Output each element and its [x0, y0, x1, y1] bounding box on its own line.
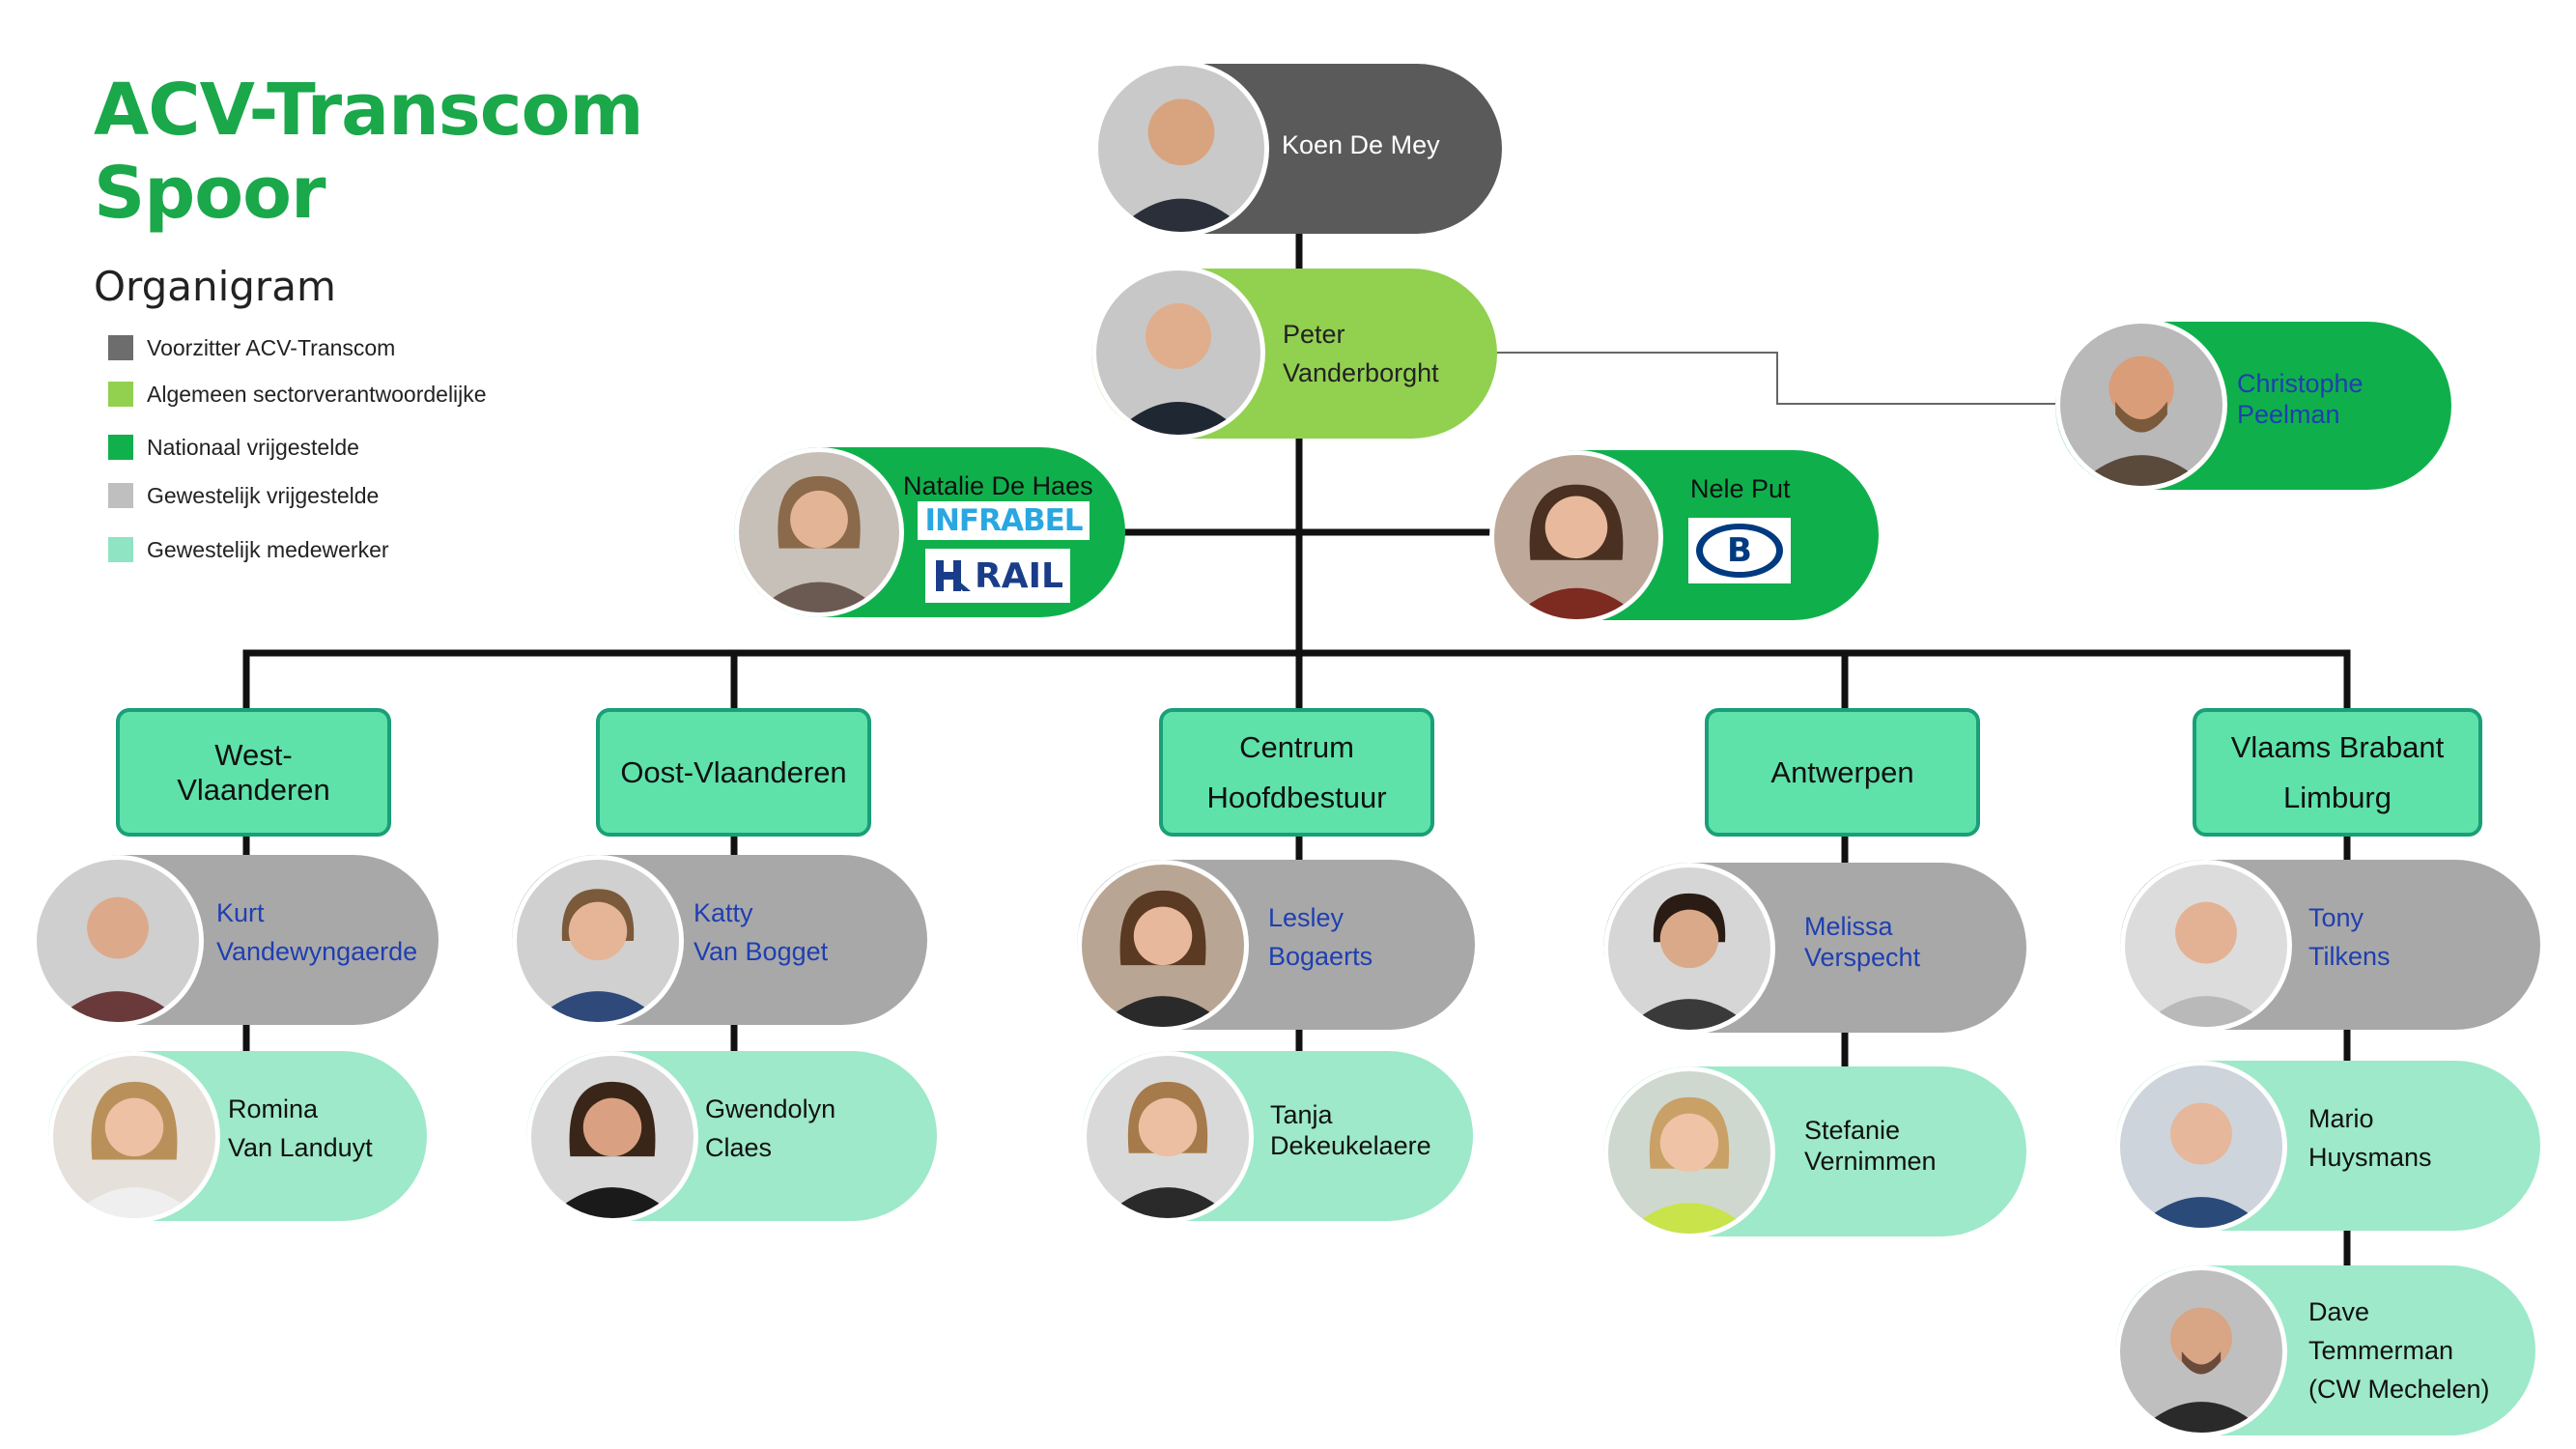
person-card-romina: Romina Van Landuyt	[48, 1051, 427, 1223]
line-peter-christophe	[1497, 352, 2057, 405]
person-name-natalie: Natalie De Haes	[903, 471, 1093, 500]
legend-swatch	[108, 382, 133, 407]
person-name-koen: Koen De Mey	[1282, 130, 1440, 159]
person-name-katty: Katty Van Bogget	[694, 898, 829, 966]
legend-label: Nationaal vrijgestelde	[147, 434, 359, 460]
region-box-west-vlaanderen: West- Vlaanderen	[116, 708, 391, 837]
person-photo-dave	[2115, 1265, 2287, 1437]
person-name-mario: Mario Huysmans	[2308, 1104, 2432, 1172]
person-photo-peter	[1091, 266, 1265, 440]
legend-swatch	[108, 335, 133, 360]
person-name-lesley: Lesley Bogaerts	[1268, 903, 1373, 971]
person-card-christophe: Christophe Peelman	[2055, 319, 2451, 491]
person-name-tony: Tony Tilkens	[2308, 903, 2391, 971]
person-photo-tanja	[1082, 1051, 1254, 1223]
legend-item-gewestelijk-vrij: Gewestelijk vrijgestelde	[108, 483, 379, 508]
person-photo-lesley	[1077, 860, 1249, 1032]
hrrail-logo: RAIL	[925, 549, 1070, 603]
person-name-gwendolyn: Gwendolyn Claes	[705, 1094, 836, 1162]
legend-item-nationaal: Nationaal vrijgestelde	[108, 435, 359, 460]
legend-label: Algemeen sectorverantwoordelijke	[147, 381, 487, 407]
person-photo-katty	[512, 855, 684, 1027]
person-photo-melissa	[1603, 863, 1775, 1035]
person-card-mario: Mario Huysmans	[2115, 1061, 2540, 1233]
person-card-dave: Dave Temmerman (CW Mechelen)	[2115, 1265, 2535, 1437]
person-name-christophe: Christophe Peelman	[2237, 369, 2364, 429]
region-box-centrum: Centrum Hoofdbestuur	[1159, 708, 1434, 837]
person-photo-gwendolyn	[526, 1051, 698, 1223]
person-card-tony: Tony Tilkens	[2120, 860, 2540, 1032]
legend-item-sector: Algemeen sectorverantwoordelijke	[108, 382, 487, 407]
person-card-tanja: Tanja Dekeukelaere	[1082, 1051, 1473, 1223]
region-box-vlaams-brabant-limburg: Vlaams Brabant Limburg	[2193, 708, 2482, 837]
legend-item-gewestelijk-mede: Gewestelijk medewerker	[108, 537, 389, 562]
legend-label: Gewestelijk vrijgestelde	[147, 482, 380, 508]
person-card-peter: Peter Vanderborght	[1091, 266, 1497, 440]
person-card-koen: Koen De Mey	[1093, 61, 1502, 237]
page-title-line2: Spoor	[94, 152, 326, 235]
person-name-peter: Peter Vanderborght	[1283, 320, 1439, 387]
person-card-kurt: Kurt Vandewyngaerde	[32, 855, 439, 1027]
person-name-stefanie: Stefanie Vernimmen	[1804, 1116, 1937, 1176]
legend-swatch	[108, 483, 133, 508]
person-card-lesley: Lesley Bogaerts	[1077, 860, 1475, 1032]
legend-item-voorzitter: Voorzitter ACV-Transcom	[108, 335, 395, 360]
person-card-stefanie: Stefanie Vernimmen	[1603, 1066, 2026, 1238]
nmbs-oval-icon: B	[1696, 524, 1783, 578]
person-name-nele: Nele Put	[1690, 474, 1791, 503]
person-photo-nele	[1489, 450, 1663, 624]
person-photo-romina	[48, 1051, 220, 1223]
person-photo-christophe	[2055, 319, 2227, 491]
page-title-line1: ACV-Transcom	[94, 69, 644, 152]
person-name-tanja: Tanja Dekeukelaere	[1270, 1100, 1431, 1160]
person-name-melissa: Melissa Verspecht	[1804, 912, 1921, 972]
legend-label: Voorzitter ACV-Transcom	[147, 334, 396, 360]
person-photo-kurt	[32, 855, 204, 1027]
legend-label: Gewestelijk medewerker	[147, 536, 389, 562]
person-card-melissa: Melissa Verspecht	[1603, 863, 2026, 1035]
person-photo-tony	[2120, 860, 2292, 1032]
person-card-natalie: Natalie De Haes INFRABEL RAIL	[734, 447, 1125, 617]
person-card-nele: Nele Put B	[1489, 450, 1879, 624]
region-box-antwerpen: Antwerpen	[1705, 708, 1980, 837]
person-photo-mario	[2115, 1061, 2287, 1233]
person-photo-koen	[1093, 61, 1269, 237]
legend-swatch	[108, 537, 133, 562]
person-name-dave: Dave Temmerman (CW Mechelen)	[2308, 1297, 2490, 1404]
person-name-kurt: Kurt Vandewyngaerde	[216, 898, 418, 966]
person-photo-natalie	[734, 447, 904, 617]
legend-swatch	[108, 435, 133, 460]
person-card-gwendolyn: Gwendolyn Claes	[526, 1051, 937, 1223]
page-subtitle: Organigram	[94, 263, 336, 310]
person-photo-stefanie	[1603, 1066, 1775, 1238]
region-box-oost-vlaanderen: Oost-Vlaanderen	[596, 708, 871, 837]
nmbs-logo: B	[1688, 518, 1791, 583]
person-card-katty: Katty Van Bogget	[512, 855, 927, 1027]
infrabel-logo: INFRABEL	[918, 501, 1090, 540]
person-name-romina: Romina Van Landuyt	[228, 1094, 373, 1162]
hrrail-mark-icon	[936, 560, 972, 591]
